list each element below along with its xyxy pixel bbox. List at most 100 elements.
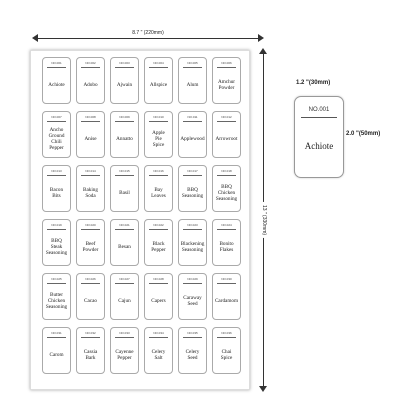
label-number: NO.030 (221, 277, 232, 281)
label-rule (115, 121, 134, 122)
label-name: Cajun (118, 298, 131, 304)
sheet-width-label: 8.7 " (220mm) (129, 30, 167, 36)
sample-label-rule (301, 117, 337, 118)
label-name: Bonito Flakes (219, 241, 234, 253)
label-name: Butter Chicken Seasoning (45, 292, 68, 310)
label-rule (217, 67, 236, 68)
label-rule (149, 229, 168, 230)
label-number: NO.004 (153, 61, 164, 65)
label-name: Chai Spice (220, 349, 233, 361)
label-rule (115, 337, 134, 338)
label-name: BBQ Seasoning (181, 187, 204, 199)
label-name: Arrowroot (215, 136, 238, 142)
label-name: Allspice (149, 82, 168, 88)
label-name: Achiote (48, 82, 65, 88)
label-rule (149, 175, 168, 176)
label-number: NO.036 (221, 331, 232, 335)
label-number: NO.016 (153, 169, 164, 173)
label-name: Basil (119, 190, 130, 196)
label-rule (115, 175, 134, 176)
label-rule (115, 67, 134, 68)
label-name: Bacon Bits (49, 187, 64, 199)
arrow-right-icon (258, 34, 264, 42)
label-number: NO.011 (187, 115, 198, 119)
label-name: Apple Pie Spice (152, 130, 165, 148)
label-number: NO.010 (153, 115, 164, 119)
label-rule (81, 175, 100, 176)
label-number: NO.023 (187, 223, 198, 227)
arrow-up-icon (259, 48, 267, 54)
label-number: NO.012 (221, 115, 232, 119)
label-name: Bay Leaves (151, 187, 166, 199)
label-rule (81, 67, 100, 68)
label-name: Celery Seed (185, 349, 200, 361)
label-name: Besan (118, 244, 131, 250)
label-rule (149, 337, 168, 338)
label-rule (217, 337, 236, 338)
label-number: NO.026 (85, 277, 96, 281)
label-rule (183, 67, 202, 68)
label-number: NO.033 (119, 331, 130, 335)
label-number: NO.009 (119, 115, 130, 119)
label-number: NO.008 (85, 115, 96, 119)
label-rule (217, 175, 236, 176)
label-rule (47, 121, 66, 122)
label-rule (183, 121, 202, 122)
label-rule (81, 283, 100, 284)
label-number: NO.020 (85, 223, 96, 227)
sheet-height-dimension: 13 " (330mm) (258, 48, 270, 392)
label-number: NO.006 (221, 61, 232, 65)
label-rule (183, 337, 202, 338)
label-width-text: 1.2 "(30mm) (296, 80, 331, 86)
label-name: Cardamom (214, 298, 239, 304)
label-number: NO.024 (221, 223, 232, 227)
label-height-text: 2.0 "(50mm) (346, 131, 381, 137)
label-number: NO.025 (51, 277, 62, 281)
label-rule (81, 121, 100, 122)
label-rule (47, 229, 66, 230)
label-number: NO.018 (221, 169, 232, 173)
sample-label-name: Achiote (304, 141, 334, 151)
label-number: NO.013 (51, 169, 62, 173)
label-name: Applewood (180, 136, 205, 142)
label-number: NO.002 (85, 61, 96, 65)
label-number: NO.034 (153, 331, 164, 335)
label-rule (47, 337, 66, 338)
label-name: Cassia Bark (83, 349, 98, 361)
sheet-height-label: 13 " (330mm) (261, 201, 267, 239)
label-name: Cayenne Pepper (115, 349, 134, 361)
dimension-line (34, 38, 262, 39)
label-rule (149, 67, 168, 68)
label-rule (149, 283, 168, 284)
label-number: NO.019 (51, 223, 62, 227)
label-name: BBQ Chicken Seasoning (215, 184, 238, 202)
label-rule (47, 67, 66, 68)
label-name: Annatto (116, 136, 133, 142)
label-name: Adobo (83, 82, 98, 88)
label-number: NO.035 (187, 331, 198, 335)
sample-label: NO.001 Achiote (294, 96, 344, 178)
sheet-width-dimension: 8.7 " (220mm) (32, 30, 264, 44)
